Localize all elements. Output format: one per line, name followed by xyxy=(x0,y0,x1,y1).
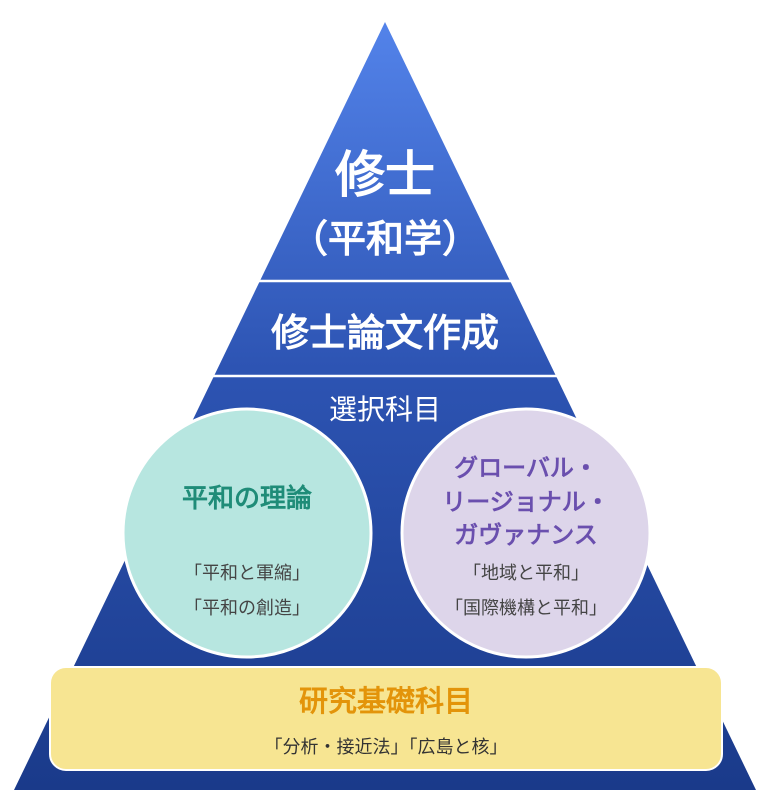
left-circle-course: 「平和の創造」 xyxy=(184,598,310,619)
left-circle-title: 平和の理論 xyxy=(181,484,312,514)
right-circle-course: 「地域と平和」 xyxy=(463,563,589,584)
basic-subjects-box xyxy=(49,666,723,771)
right-circle-course: 「国際機構と平和」 xyxy=(445,598,607,619)
right-circle-shape xyxy=(400,407,652,659)
thesis-label: 修士論文作成 xyxy=(270,311,499,355)
apex-subtitle: （平和学） xyxy=(289,217,480,261)
basic-subjects-courses: 「分析・接近法」「広島と核」 xyxy=(264,737,508,758)
right-circle-title-line: リージョナル・ xyxy=(442,488,610,516)
left-circle-course: 「平和と軍縮」 xyxy=(184,563,310,584)
right-circle-title-line: グローバル・ xyxy=(454,454,598,482)
apex-title: 修士 xyxy=(335,146,435,204)
left-circle-shape xyxy=(121,407,373,659)
right-circle-title-line: ガヴァナンス xyxy=(454,521,598,549)
electives-label: 選択科目 xyxy=(328,393,441,426)
basic-subjects-title: 研究基礎科目 xyxy=(298,684,473,718)
